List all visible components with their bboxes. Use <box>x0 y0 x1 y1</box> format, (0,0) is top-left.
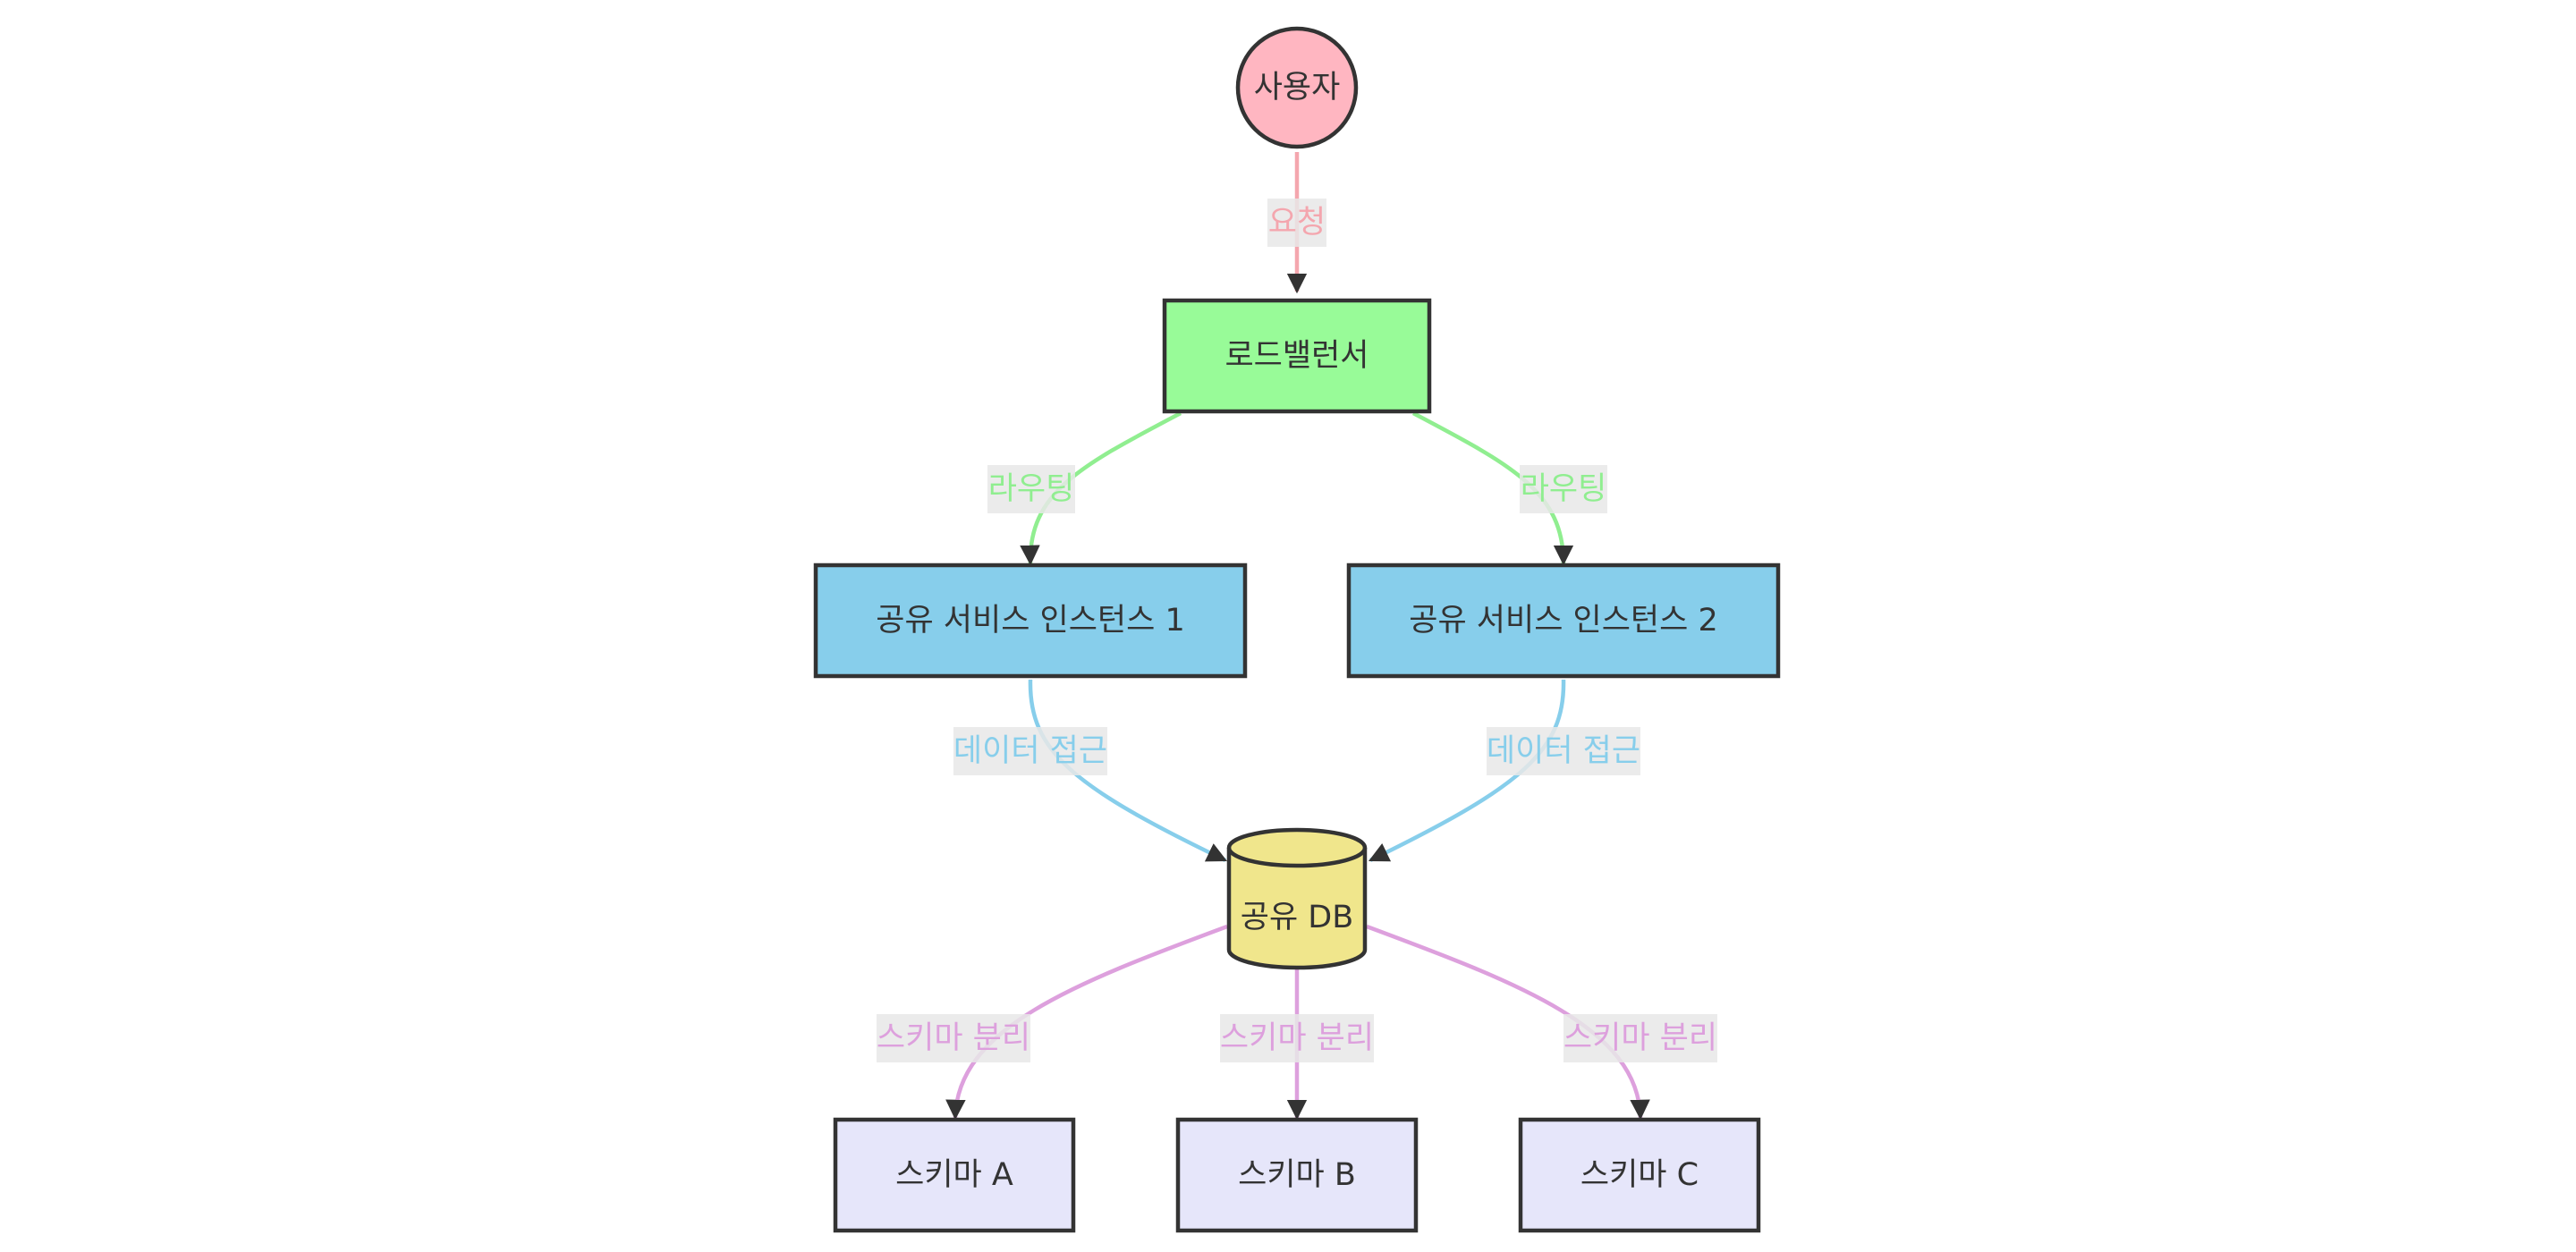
node-schema-c-shape <box>1518 1117 1761 1233</box>
edge-label-access-2-text: 데이터 접근 <box>1487 733 1640 769</box>
edge-label-access-1: 데이터 접근 <box>953 727 1107 775</box>
edge-schema-a <box>945 924 1228 1121</box>
edge-label-schema-a-text: 스키마 분리 <box>877 1020 1030 1056</box>
edge-labels: 요청 라우팅 라우팅 데이터 접근 데이터 접근 스키마 분리 스키마 분리 <box>877 199 1717 1062</box>
node-service-instance-2-shape <box>1346 563 1781 679</box>
edge-schema-c <box>1366 924 1650 1121</box>
node-shared-db: 공유 DB <box>1226 827 1368 970</box>
edge-label-access-2: 데이터 접근 <box>1487 727 1640 775</box>
node-service-instance-1-label: 공유 서비스 인스턴스 1 <box>876 603 1184 639</box>
node-service-instance-2: 공유 서비스 인스턴스 2 <box>1346 563 1781 679</box>
node-schema-a-label: 스키마 A <box>895 1157 1013 1193</box>
edge-label-schema-c: 스키마 분리 <box>1563 1014 1717 1062</box>
edge-label-schema-b-text: 스키마 분리 <box>1220 1020 1374 1056</box>
node-load-balancer-shape <box>1162 298 1432 414</box>
node-shared-db-top <box>1226 847 1368 868</box>
edge-label-schema-a: 스키마 분리 <box>877 1014 1030 1062</box>
edge-label-schema-c-text: 스키마 분리 <box>1563 1020 1717 1056</box>
edge-label-route-2-text: 라우팅 <box>1521 471 1607 507</box>
node-service-instance-1-shape <box>813 563 1248 679</box>
node-shared-db-label: 공유 DB <box>1241 900 1354 935</box>
edge-label-route-2: 라우팅 <box>1520 465 1607 513</box>
node-schema-a-shape <box>833 1117 1076 1233</box>
node-user-shape <box>1235 26 1359 149</box>
node-schema-b-label: 스키마 B <box>1238 1157 1356 1193</box>
edge-label-schema-b: 스키마 분리 <box>1220 1014 1374 1062</box>
edge-label-request-text: 요청 <box>1268 205 1326 241</box>
node-user-label: 사용자 <box>1254 70 1341 106</box>
node-schema-c: 스키마 C <box>1518 1117 1761 1233</box>
node-schema-a: 스키마 A <box>833 1117 1076 1233</box>
nodes: 사용자 로드밸런서 공유 서비스 인스턴스 1 공유 서비스 인스턴스 2 공유… <box>813 26 1781 1233</box>
edge-label-route-1: 라우팅 <box>987 465 1075 513</box>
node-schema-c-label: 스키마 C <box>1580 1157 1699 1193</box>
node-schema-b: 스키마 B <box>1175 1117 1419 1233</box>
node-schema-b-shape <box>1175 1117 1419 1233</box>
node-user: 사용자 <box>1235 26 1359 149</box>
edge-label-access-1-text: 데이터 접근 <box>953 733 1107 769</box>
node-load-balancer-label: 로드밸런서 <box>1224 338 1368 374</box>
edge-label-request: 요청 <box>1267 199 1326 247</box>
node-service-instance-1: 공유 서비스 인스턴스 1 <box>813 563 1248 679</box>
node-service-instance-2-label: 공유 서비스 인스턴스 2 <box>1409 603 1717 639</box>
node-load-balancer: 로드밸런서 <box>1162 298 1432 414</box>
node-shared-db-shape <box>1226 827 1368 970</box>
edge-label-route-1-text: 라우팅 <box>988 471 1075 507</box>
